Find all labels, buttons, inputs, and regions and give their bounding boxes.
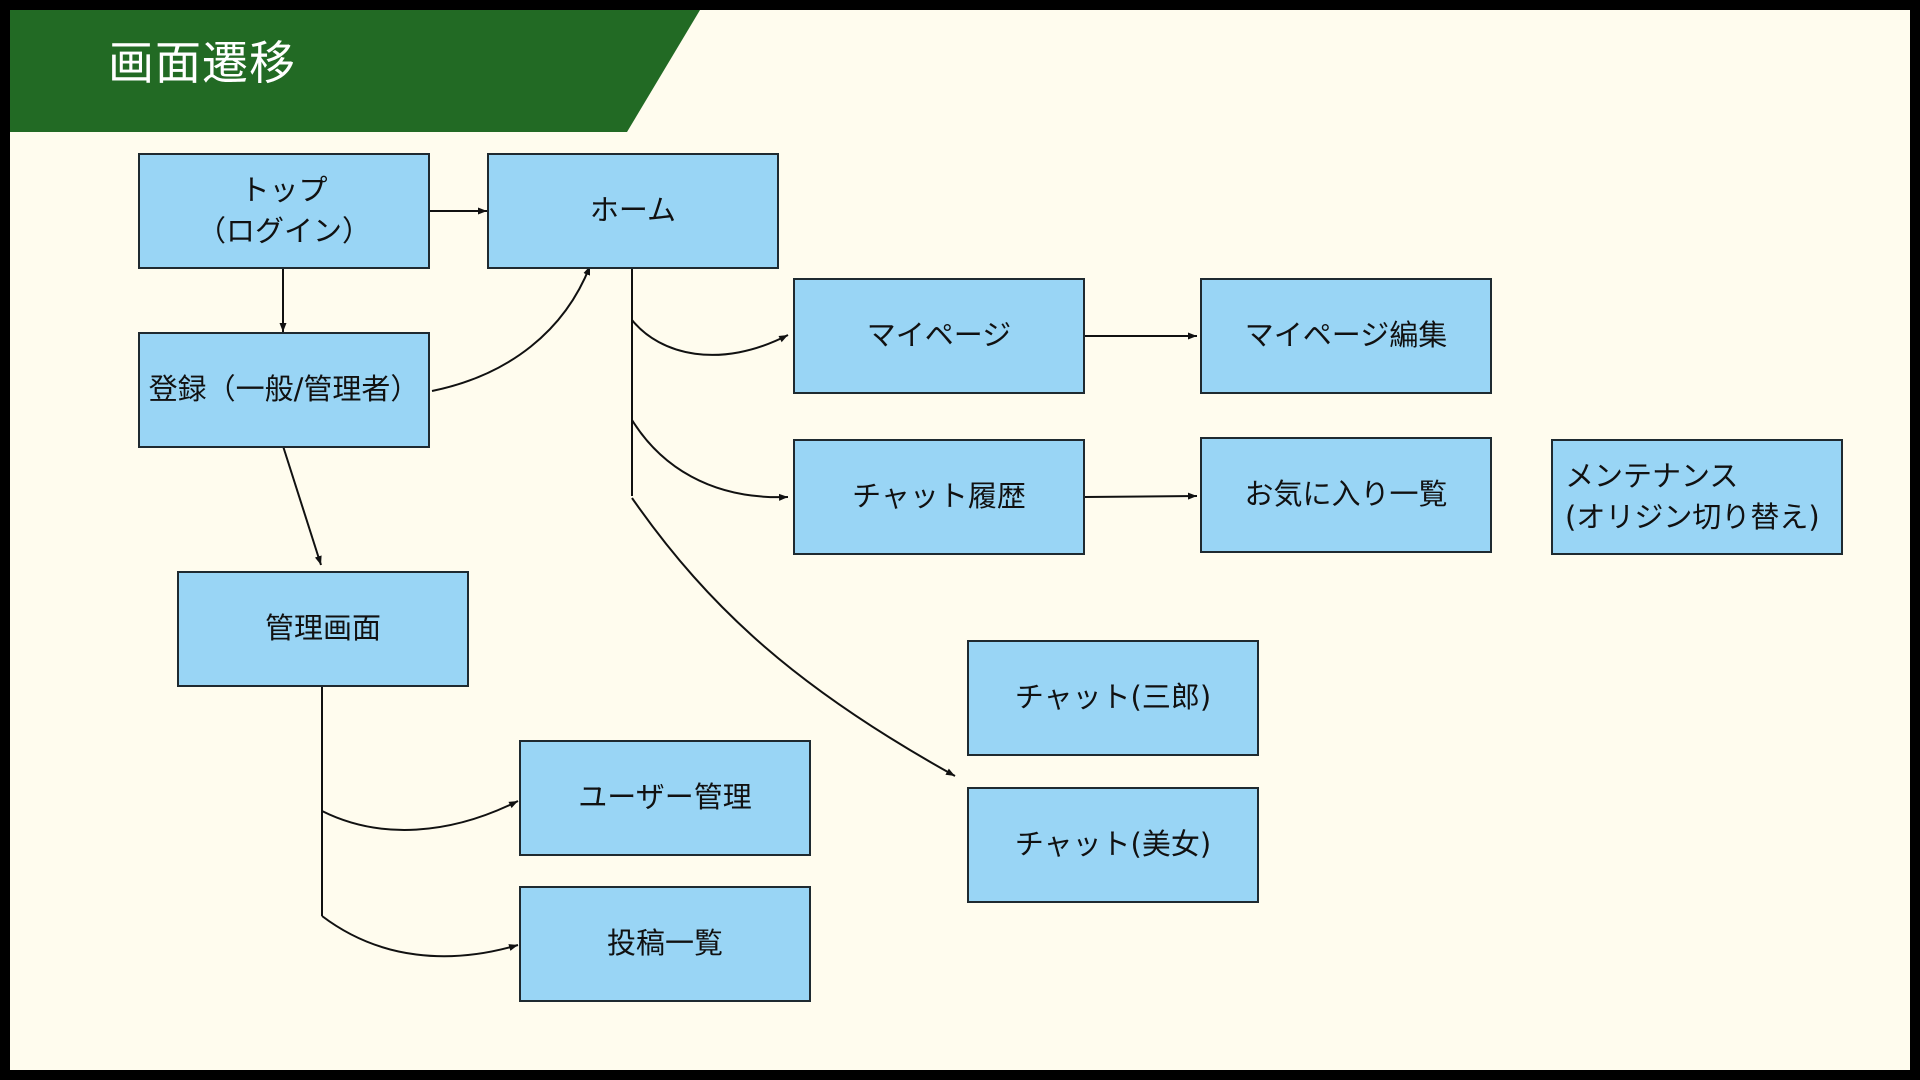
- arrow-register-to-home: [431, 265, 591, 392]
- arrow-register-to-admin: [282, 445, 322, 566]
- node-user-admin: ユーザー管理: [519, 740, 811, 856]
- title-banner: [10, 10, 700, 132]
- node-admin: 管理画面: [177, 571, 469, 687]
- node-mypage: マイページ: [793, 278, 1085, 394]
- node-post-list: 投稿一覧: [519, 886, 811, 1002]
- slide: 画面遷移 トップ （ログイン） ホーム 登録（一般/管理者） マイページ マイペ…: [10, 10, 1910, 1070]
- arrow-admin-to-post-list: [321, 915, 519, 958]
- arrow-home-to-chat: [631, 497, 956, 777]
- node-register: 登録（一般/管理者）: [138, 332, 430, 448]
- node-maintenance: メンテナンス (オリジン切り替え): [1551, 439, 1843, 555]
- arrow-admin-to-user-admin: [321, 800, 519, 831]
- arrow-chat-history-to-favorites: [1084, 492, 1198, 500]
- arrow-home-to-mypage: [631, 319, 789, 356]
- node-chat-history: チャット履歴: [793, 439, 1085, 555]
- node-favorites: お気に入り一覧: [1200, 437, 1492, 553]
- node-top: トップ （ログイン）: [138, 153, 430, 269]
- node-chat-saburo: チャット(三郎): [967, 640, 1259, 756]
- node-home: ホーム: [487, 153, 779, 269]
- slide-title: 画面遷移: [108, 36, 296, 90]
- node-mypage-edit: マイページ編集: [1200, 278, 1492, 394]
- transition-arrows: [279, 207, 1198, 958]
- node-chat-bijo: チャット(美女): [967, 787, 1259, 903]
- arrow-home-to-chat-history: [631, 419, 789, 501]
